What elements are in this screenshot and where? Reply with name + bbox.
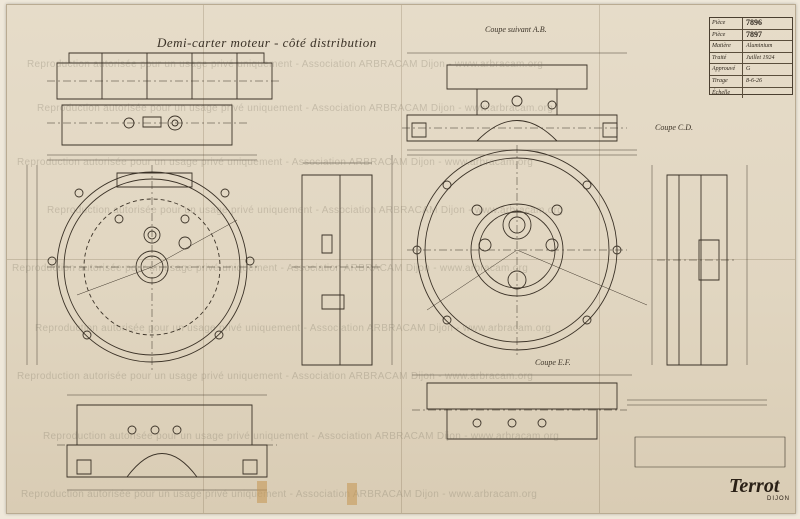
- housing-left: [47, 165, 257, 370]
- side-view-left: [47, 105, 247, 145]
- watermark-text: Reproduction autorisée pour un usage pri…: [27, 59, 544, 70]
- tb-label: Approuvé: [710, 64, 743, 75]
- tb-label: Traité: [710, 52, 743, 64]
- watermark-text: Reproduction autorisée pour un usage pri…: [43, 431, 560, 442]
- tb-value: G: [746, 66, 751, 73]
- watermark-text: Reproduction autorisée pour un usage pri…: [37, 103, 554, 114]
- notes-box: [635, 437, 785, 467]
- blueprint-sheet: Demi-carter moteur - côté distribution C…: [6, 4, 796, 514]
- section-cd: [657, 175, 737, 365]
- watermark-text: Reproduction autorisée pour un usage pri…: [21, 489, 538, 500]
- drawing-title: Demi-carter moteur - côté distribution: [157, 35, 377, 50]
- section-cd-label: Coupe C.D.: [655, 123, 693, 132]
- section-ef: [412, 383, 627, 439]
- tape-mark: [347, 483, 357, 505]
- title-block: Pièce 7896 Pièce 7897 Matière Aluminium …: [709, 17, 793, 99]
- tb-value: 7896: [746, 18, 762, 27]
- fold-line: [7, 259, 795, 260]
- title-block-row: Traité Juillet 1924: [710, 52, 792, 65]
- fold-line: [401, 5, 402, 513]
- tape-mark: [257, 481, 267, 503]
- dimension-lines: [27, 53, 767, 490]
- section-middle: [292, 163, 382, 365]
- tb-value: Juillet 1924: [746, 54, 775, 61]
- tb-value: 8-6-26: [746, 77, 762, 84]
- tb-label: Pièce: [710, 18, 743, 29]
- section-bottom-left: [57, 405, 277, 477]
- title-block-row: Approuvé G: [710, 64, 792, 76]
- brand-city: DIJON: [767, 496, 790, 502]
- housing-center: [407, 145, 647, 355]
- section-ab: [402, 65, 627, 141]
- technical-drawing: [7, 5, 795, 513]
- fold-line: [203, 5, 204, 513]
- tb-value: Aluminium: [746, 43, 773, 50]
- tb-label: Pièce: [710, 29, 743, 41]
- brand-logo: Terrot: [729, 475, 780, 497]
- title-block-row: Échelle: [710, 87, 792, 99]
- watermark-text: Reproduction autorisée pour un usage pri…: [12, 263, 529, 274]
- watermark-text: Reproduction autorisée pour un usage pri…: [17, 157, 534, 168]
- watermark-text: Reproduction autorisée pour un usage pri…: [47, 205, 564, 216]
- title-block-row: Tirage 8-6-26: [710, 75, 792, 88]
- watermark-text: Reproduction autorisée pour un usage pri…: [35, 323, 552, 334]
- tb-label: Matière: [710, 41, 743, 52]
- title-block-row: Pièce 7896: [710, 18, 792, 30]
- title-block-row: Pièce 7897: [710, 29, 792, 42]
- tb-label: Tirage: [710, 75, 743, 87]
- fold-line: [599, 5, 600, 513]
- tb-value: [743, 88, 792, 99]
- section-ab-label: Coupe suivant A.B.: [485, 25, 547, 34]
- tb-value: 7897: [746, 29, 762, 39]
- section-ef-label: Coupe E.F.: [535, 358, 571, 367]
- watermark-text: Reproduction autorisée pour un usage pri…: [17, 371, 534, 382]
- title-block-row: Matière Aluminium: [710, 41, 792, 53]
- top-view-left: [47, 53, 282, 99]
- tb-label: Échelle: [710, 87, 743, 99]
